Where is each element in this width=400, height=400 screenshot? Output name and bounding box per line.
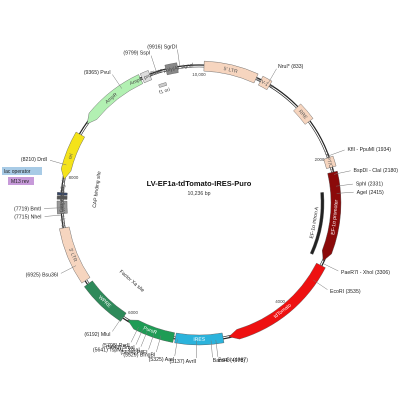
inner-label-factor-xa-site: Factor Xa site bbox=[118, 269, 145, 294]
site-label-ecori: EcoRI (3535) bbox=[330, 289, 361, 295]
feature-puror bbox=[127, 319, 175, 343]
site-label-bspdi-clai: BspDI - ClaI (2180) bbox=[354, 168, 399, 174]
site-lead-pvui bbox=[112, 74, 123, 89]
site-label-sphi: SphI (2331) bbox=[356, 182, 383, 188]
site-label-pflfi: (5634) PflFI bbox=[120, 350, 147, 356]
feature-label-ef-1-intron-a: EF-1α intron A bbox=[309, 206, 320, 239]
feature-label-3-ltr: 3' LTR bbox=[67, 247, 78, 263]
site-label-rsrii: (5708) RsrII bbox=[102, 343, 129, 349]
site-lead-smai bbox=[135, 328, 144, 345]
site-label-mlui: (6192) MluI bbox=[84, 332, 110, 338]
site-label-nhei: (7715) NheI bbox=[14, 215, 41, 221]
site-lead-bmgbi bbox=[156, 335, 162, 353]
feature-5-ltr bbox=[203, 60, 259, 84]
site-lead-rsrii bbox=[130, 326, 139, 343]
site-lead-tspmi-xmai bbox=[140, 330, 148, 347]
feature-cppt-cts bbox=[323, 155, 337, 169]
feature-label-lac-promoter: lac promoter bbox=[59, 183, 66, 211]
site-lead-bsu36i bbox=[60, 265, 77, 274]
feature-label-cap-binding-site: CAP binding site bbox=[59, 175, 67, 212]
feature-label-ires: IRES bbox=[193, 337, 205, 343]
site-label-tspmi-xmai: (5641) TspMI - XmaI bbox=[93, 347, 140, 353]
feature-rre bbox=[293, 103, 314, 125]
feature-tdtomato bbox=[228, 262, 326, 340]
site-label-aari: (5325) AarI bbox=[149, 357, 175, 363]
site-lead-kfli-ppumi bbox=[328, 149, 345, 157]
feature-f1-ori bbox=[158, 82, 167, 88]
site-lead-aari bbox=[174, 339, 178, 357]
site-lead-pflfi bbox=[148, 333, 155, 350]
feature-label-ori: ori bbox=[67, 153, 75, 160]
site-lead-mlui bbox=[112, 317, 123, 332]
site-label-bsu36i: (6925) Bsu36I bbox=[26, 273, 59, 279]
feature-hiv-1 bbox=[258, 75, 273, 91]
site-label-pvui: (9365) PvuI bbox=[84, 70, 111, 76]
site-lead-sphi bbox=[335, 183, 353, 187]
feature-cap-binding-site bbox=[57, 192, 68, 196]
tick-label: 8000 bbox=[69, 175, 79, 180]
feature-ampr-promoter bbox=[139, 70, 153, 84]
site-label-bamhi: BamHI (4978) bbox=[213, 358, 246, 364]
site-lead-nrui bbox=[267, 68, 277, 84]
m13-rev-box bbox=[8, 177, 34, 185]
feature-sv40-poly-a-signal bbox=[164, 62, 179, 76]
site-label-bsrgi: BsrGI (4967) bbox=[218, 358, 248, 364]
site-label-bmti: (7719) BmtI bbox=[14, 206, 41, 212]
site-lead-ecori bbox=[313, 279, 328, 290]
feature-label-ef-1-promoter: EF-1α promoter bbox=[330, 199, 340, 235]
feature-label-puror: PuroR bbox=[142, 325, 158, 336]
feature-ampr bbox=[86, 74, 144, 125]
feature-ef-1-intron-a bbox=[309, 192, 325, 255]
tick-label: 6000 bbox=[128, 310, 138, 315]
tick-label: 10,000 bbox=[192, 72, 206, 77]
m13-rev-label: M13 rev bbox=[11, 179, 30, 185]
site-label-nrui: NruI* (833) bbox=[278, 64, 304, 70]
feature-label-5-ltr: 5' LTR bbox=[223, 66, 239, 75]
feature-ef-1-promoter bbox=[322, 170, 342, 262]
feature-wpre bbox=[84, 280, 127, 322]
site-lead-sspi bbox=[150, 55, 157, 72]
feature-label-bgh-poly-a-signal: bGH poly(A) signal bbox=[59, 186, 66, 228]
site-label-bmgbi: (5529) BmgBI bbox=[123, 353, 155, 359]
tick-label: 2000 bbox=[315, 157, 325, 162]
feature-bgh-poly-a-signal bbox=[56, 200, 68, 215]
sites-layer: (9916) SgrDI(9799) SspI (9365) PvuI NruI* … bbox=[14, 44, 398, 364]
plasmid-name: LV-EF1a-tdTomato-IRES-Puro bbox=[147, 179, 252, 188]
site-label-smai: (5643) SmaI bbox=[106, 345, 135, 351]
site-lead-bsrgi bbox=[215, 339, 219, 357]
feature-3-ltr bbox=[59, 226, 91, 284]
lac-operator-label: lac operator bbox=[4, 169, 31, 175]
site-label-drdi: (8210) DrdI bbox=[21, 157, 47, 163]
side-labels: lac operator M13 rev bbox=[2, 167, 42, 185]
feature-ires bbox=[174, 332, 225, 346]
feature-label-rre: RRE bbox=[297, 109, 309, 121]
inner-label-cap-binding-site: CAP binding site bbox=[92, 171, 103, 209]
site-lead-drdi bbox=[49, 160, 67, 166]
tick-label: 4000 bbox=[275, 299, 285, 304]
site-label-avrii: (5137) AvrII bbox=[170, 359, 197, 365]
site-label-paer7i-xhoi: PaeR7I - XhoI (3306) bbox=[341, 270, 390, 276]
feature-label-f1-ori: f1 ori bbox=[159, 87, 171, 96]
site-lead-bmti bbox=[44, 207, 62, 209]
site-lead-bspdi-clai bbox=[333, 170, 351, 175]
site-lead-bamhi bbox=[210, 340, 213, 358]
plasmid-size: 10,236 bp bbox=[187, 191, 210, 197]
site-label-sspi: (9799) SspI bbox=[123, 51, 150, 57]
site-lead-paer7i-xhoi bbox=[322, 263, 339, 272]
site-label-kfli-ppumi: KflI - PpuMI (1934) bbox=[347, 147, 391, 153]
ticks-layer: 10,000 2000 4000 6000 8000 bbox=[69, 72, 325, 315]
site-label-sgrdi: (9916) SgrDI bbox=[147, 44, 177, 50]
site-lead-sgrdi bbox=[177, 49, 181, 67]
feature-lac-promoter bbox=[56, 195, 68, 200]
site-lead-nhei bbox=[44, 214, 62, 217]
site-label-agei: AgeI (2415) bbox=[357, 190, 384, 196]
site-lead-agei bbox=[336, 191, 354, 194]
lac-operator-box bbox=[2, 167, 42, 175]
